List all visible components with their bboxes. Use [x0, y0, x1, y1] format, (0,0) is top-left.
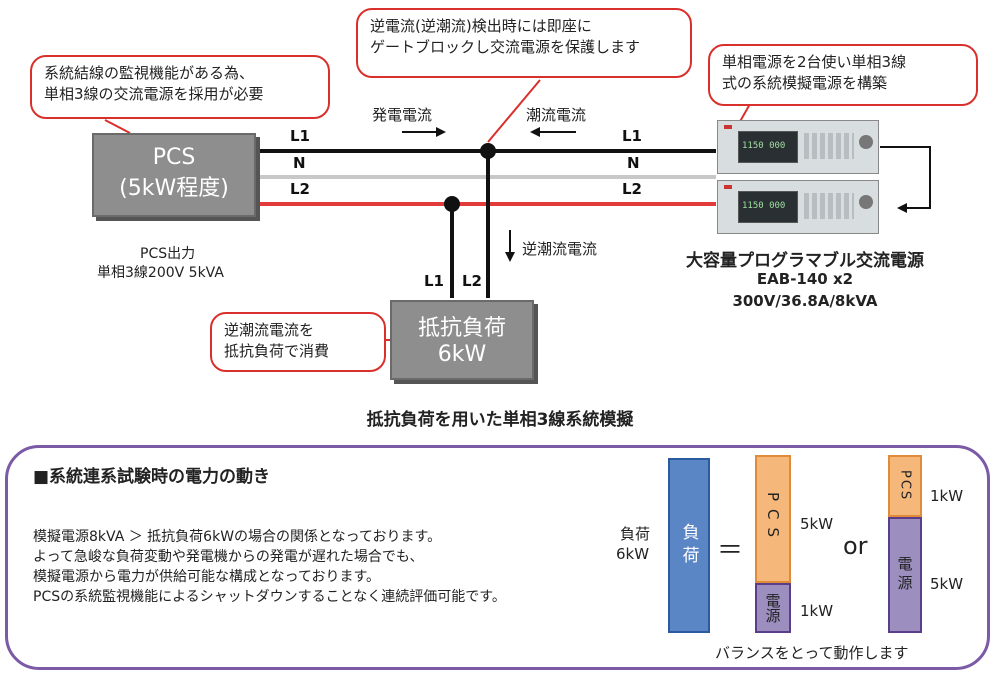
line-n-right-label: N	[627, 154, 640, 172]
callout-two-units: 単相電源を2台使い単相3線 式の系統模擬電源を構築	[708, 44, 978, 106]
option1-pcs-bar: PCS	[755, 455, 791, 583]
line-l1-label: L1	[290, 127, 310, 145]
panel-description: 模擬電源8kVA ＞ 抵抗負荷6kWの場合の関係となっております。 よって急峻な…	[33, 527, 506, 607]
option2-source-label: 電源	[895, 556, 914, 594]
diagram-title: 抵抗負荷を用いた単相3線系統模擬	[366, 410, 634, 430]
option1-source-kw: 1kW	[800, 602, 834, 620]
unit-link-arrow	[880, 146, 931, 209]
option2-pcs-bar: PCS	[888, 455, 922, 517]
option1-pcs-kw: 5kW	[800, 515, 834, 533]
pcs-output-title: PCS出力	[140, 246, 196, 262]
display-2: 1150 000	[738, 191, 798, 223]
load-capacity: 6kW	[437, 342, 487, 367]
keypad-1	[804, 133, 854, 159]
line-n-label: N	[293, 154, 306, 172]
reverse-current-label: 逆潮流電流	[522, 240, 598, 258]
resistive-load-box: 抵抗負荷 6kW	[390, 300, 534, 380]
desc-line-3: 模擬電源から電力が供給可能な構成となっております。	[33, 569, 381, 585]
line-l1-right-label: L1	[622, 127, 642, 145]
pcs-box: PCS (5kW程度)	[92, 133, 256, 217]
desc-line-1: 模擬電源8kVA ＞ 抵抗負荷6kWの場合の関係となっております。	[33, 529, 442, 545]
knob-1	[859, 135, 873, 149]
load-text-value: 6kW	[616, 545, 650, 563]
load-bar: 負荷	[668, 458, 710, 633]
load-bar-label: 負荷	[678, 522, 699, 569]
pcs-output-spec: 単相3線200V 5kVA	[97, 265, 224, 281]
balance-note: バランスをとって動作します	[715, 644, 909, 662]
power-supply-spec: 300V/36.8A/8kVA	[732, 292, 878, 310]
generation-current-label: 発電電流	[372, 106, 433, 124]
power-supply-unit-1: 1150 000	[717, 120, 879, 174]
option2-source-bar: 電源	[888, 517, 922, 633]
l1-junction	[480, 143, 496, 159]
option1-pcs-label: PCS	[764, 492, 782, 546]
display-1: 1150 000	[738, 131, 798, 163]
load-l1-label: L1	[424, 272, 444, 290]
wiring-diagram	[104, 79, 931, 341]
callout-monitoring: 系統結線の監視機能がある為、 単相3線の交流電源を採用が必要	[30, 55, 330, 119]
pcs-label: PCS	[152, 145, 196, 170]
desc-line-2: よって急峻な負荷変動や発電機からの発電が遅れた場合でも、	[33, 549, 424, 565]
power-supply-model: EAB-140 x2	[756, 270, 854, 288]
l2-junction	[444, 196, 460, 212]
tidal-current-label: 潮流電流	[526, 106, 587, 124]
desc-line-4: PCSの系統監視機能によるシャットダウンすることなく連続評価可能です。	[33, 589, 506, 605]
load-text-label: 負荷	[620, 525, 651, 543]
power-supply-unit-2: 1150 000	[717, 180, 879, 234]
option2-pcs-label: PCS	[897, 470, 913, 502]
panel-heading: ■系統連系試験時の電力の動き	[33, 467, 271, 487]
load-label: 抵抗負荷	[417, 316, 506, 341]
callout-consume: 逆潮流電流を 抵抗負荷で消費	[210, 312, 386, 372]
equals-sign: ＝	[717, 536, 744, 566]
power-supply-name: 大容量プログラマブル交流電源	[686, 251, 924, 271]
callout-reverse-detect: 逆電流(逆潮流)検出時には即座に ゲートブロックし交流電源を保護します	[356, 8, 692, 78]
option1-source-label: 電源	[763, 593, 782, 623]
line-l2-label: L2	[290, 180, 310, 198]
option2-source-kw: 5kW	[930, 575, 964, 593]
line-l2-right-label: L2	[622, 180, 642, 198]
knob-2	[859, 195, 873, 209]
power-flow-panel	[5, 445, 990, 670]
pcs-capacity: (5kW程度)	[119, 176, 229, 201]
load-l2-label: L2	[462, 272, 482, 290]
option2-pcs-kw: 1kW	[930, 487, 964, 505]
keypad-2	[804, 193, 854, 219]
or-label: or	[843, 532, 868, 560]
option1-source-bar: 電源	[755, 583, 791, 633]
